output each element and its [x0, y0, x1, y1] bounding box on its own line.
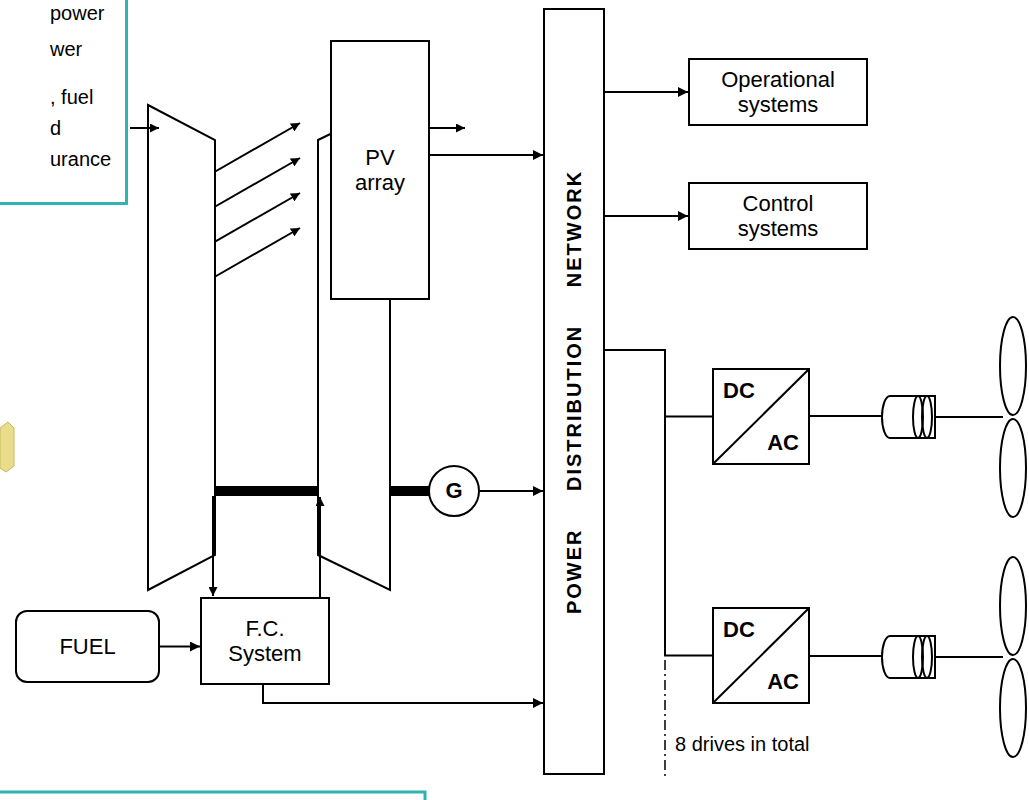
air-inlet-arrow [130, 127, 159, 129]
note-text: d [50, 117, 61, 140]
note-label: 8 drives in total [675, 733, 810, 756]
shaft [215, 486, 318, 496]
note-text: , fuel [50, 86, 93, 109]
propeller-shaft [935, 416, 1003, 418]
converter-label: DC [722, 378, 756, 403]
note-box: power wer , fuel d urance [0, 0, 128, 205]
motor-ring [922, 636, 932, 678]
power-arrow [263, 685, 543, 703]
propeller-blade [1000, 659, 1026, 757]
node-label: Operational systems [713, 67, 843, 118]
load-box: Control systems [688, 182, 868, 250]
power-arrow [480, 490, 543, 492]
node-label: Control systems [713, 191, 843, 242]
propeller-blade [1000, 317, 1026, 415]
note-text: power [50, 2, 104, 25]
air-flow-arrow [212, 496, 214, 596]
motor-wire [810, 655, 882, 657]
bus-wire [605, 350, 712, 417]
note-text: wer [50, 38, 82, 61]
drive [810, 317, 1026, 517]
converter-label: AC [766, 669, 800, 694]
bus-wire [605, 350, 712, 656]
node-label: G [445, 478, 462, 503]
propeller-blade [1000, 557, 1026, 655]
compressor [148, 105, 215, 590]
distribution-band: POWER DISTRIBUTION NETWORK [543, 8, 605, 775]
note-text: urance [50, 148, 111, 171]
power-arrow [605, 215, 688, 217]
power-arrow [430, 154, 543, 156]
motor-ring [922, 396, 932, 438]
cube-icon [0, 422, 14, 472]
load-box: Operational systems [688, 58, 868, 126]
shaft [390, 486, 430, 496]
converter-diagonal [714, 609, 808, 702]
node-label: FUEL [59, 634, 115, 659]
fuel-cell-box: F.C. System [200, 597, 330, 685]
power-arrow [605, 91, 688, 93]
converter-label: DC [722, 617, 756, 642]
motor-wire [810, 415, 882, 417]
converter-label: AC [766, 430, 800, 455]
node-label: PV array [350, 145, 410, 196]
generator-circle: G [428, 465, 480, 517]
motor [882, 396, 935, 438]
node-label: F.C. System [225, 616, 305, 667]
bus-continuation [664, 660, 666, 776]
motor [882, 636, 935, 678]
pv-array-box: PV array [330, 40, 430, 300]
drive [810, 557, 1026, 757]
fuel-tank: FUEL [15, 610, 160, 683]
propeller-shaft [935, 656, 1003, 658]
band-label: POWER DISTRIBUTION NETWORK [563, 169, 586, 613]
note-panel [0, 792, 425, 800]
propeller-blade [1000, 419, 1026, 517]
power-arrow [160, 646, 200, 648]
converter-box: DC AC [712, 607, 810, 704]
converter-diagonal [714, 370, 808, 463]
exhaust-flow-arrow [319, 497, 321, 597]
converter-box: DC AC [712, 368, 810, 465]
